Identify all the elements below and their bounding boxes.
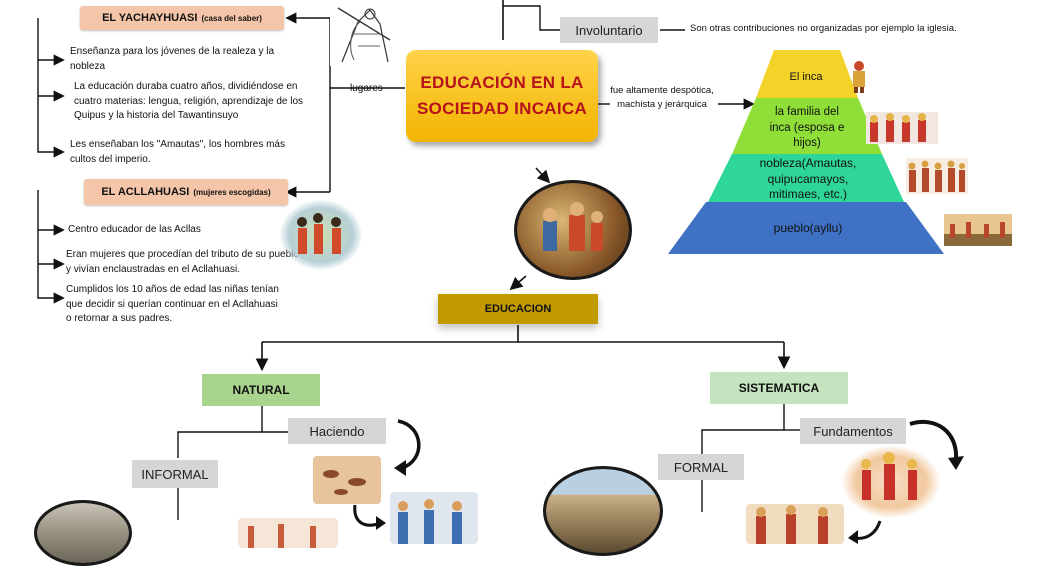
yachay-point-2: La educación duraba cuatro años, dividié… xyxy=(74,81,304,121)
inca-court-image xyxy=(842,446,940,518)
ayllu-image xyxy=(944,214,1012,246)
social-pyramid xyxy=(668,50,944,254)
curved-arrow-icon xyxy=(909,419,964,470)
educacion-box: EDUCACION xyxy=(438,294,598,324)
inca-family-image xyxy=(866,112,938,144)
yachayhuasi-header: EL YACHAYHUASI (casa del saber) xyxy=(80,6,284,30)
yachayhuasi-title: EL YACHAYHUASI xyxy=(102,12,198,24)
involuntario-label: Involuntario xyxy=(575,22,643,38)
pyramid-level-inca xyxy=(756,50,858,98)
natural-label: NATURAL xyxy=(232,383,290,397)
acllahuasi-subtitle: (mujeres escogidas) xyxy=(193,187,271,197)
fortress-image xyxy=(34,500,132,566)
involuntario-box: Involuntario xyxy=(560,17,658,43)
pyramid-label-familia: la familia del inca (esposa e hijos) xyxy=(769,106,845,150)
people-scene-image xyxy=(390,492,478,544)
cave-painting-image xyxy=(313,456,381,504)
pyramid-level-pueblo xyxy=(668,202,944,254)
fundamentos-box: Fundamentos xyxy=(800,418,906,444)
acllahuasi-title: EL ACLLAHUASI xyxy=(101,186,190,198)
involuntario-desc: Son otras contribuciones no organizadas … xyxy=(690,23,957,34)
page-title: EDUCACIÓN EN LA SOCIEDAD INCAICA xyxy=(406,50,598,142)
formal-label: FORMAL xyxy=(673,459,729,475)
connector-lines xyxy=(37,0,800,520)
yachay-point-1: Enseñanza para los jóvenes de la realeza… xyxy=(70,46,275,72)
pyramid-label-inca: El inca xyxy=(789,71,823,83)
pyramid-label-nobleza: nobleza(Amautas, quipucamayos, mitimaes,… xyxy=(759,156,857,202)
sistematica-box: SISTEMATICA xyxy=(710,372,848,404)
title-line-2: SOCIEDAD INCAICA xyxy=(416,99,588,118)
fue-text: fue altamente despótica, machista y jerá… xyxy=(610,85,714,110)
fundamentos-label: Fundamentos xyxy=(813,423,893,439)
aclla-point-3: Cumplidos los 10 años de edad las niñas … xyxy=(66,284,279,324)
yachayhuasi-subtitle: (casa del saber) xyxy=(201,13,262,23)
acllahuasi-header: EL ACLLAHUASI (mujeres escogidas) xyxy=(84,179,288,205)
curved-arrow-icon xyxy=(353,504,386,530)
haciendo-label: Haciendo xyxy=(309,423,365,439)
aclla-point-1: Centro educador de las Acllas xyxy=(68,224,201,235)
educacion-label: EDUCACION xyxy=(484,303,552,315)
formal-box: FORMAL xyxy=(658,454,744,480)
inca-warrior-image xyxy=(330,0,400,66)
informal-box: INFORMAL xyxy=(132,460,218,488)
nobility-image xyxy=(906,158,968,194)
inca-figure-image xyxy=(853,61,865,93)
pyramid-level-familia xyxy=(732,98,882,154)
llama-scene-image xyxy=(238,518,338,548)
curved-arrow-icon xyxy=(848,520,882,544)
ruins-image xyxy=(543,466,663,556)
pyramid-level-nobleza xyxy=(708,154,904,202)
curved-arrow-icon xyxy=(394,419,421,476)
acllas-image xyxy=(280,200,362,270)
sistematica-label: SISTEMATICA xyxy=(738,381,820,395)
yachay-point-3: Les enseñaban los "Amautas", los hombres… xyxy=(70,139,285,165)
informal-label: INFORMAL xyxy=(141,466,209,482)
lugares-label: lugares xyxy=(350,83,383,94)
pyramid-label-pueblo: pueblo(ayllu) xyxy=(773,221,843,235)
title-line-1: EDUCACIÓN EN LA xyxy=(420,72,584,92)
aclla-point-2: Eran mujeres que procedían del tributo d… xyxy=(66,249,299,275)
amauta-teaching-image xyxy=(514,180,632,280)
teaching-scene-image xyxy=(746,504,844,544)
haciendo-box: Haciendo xyxy=(288,418,386,444)
natural-box: NATURAL xyxy=(202,374,320,406)
